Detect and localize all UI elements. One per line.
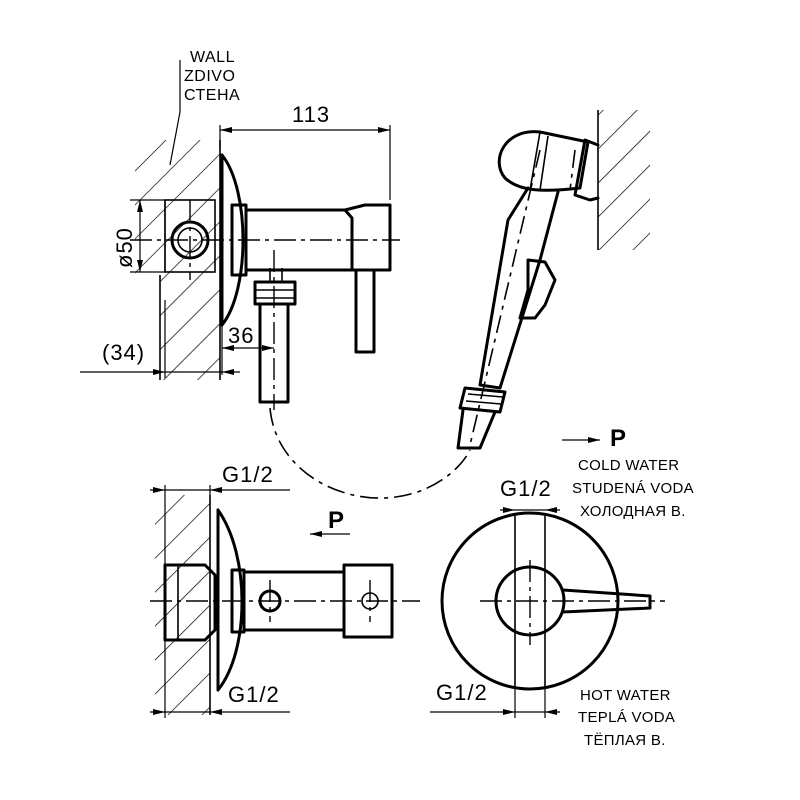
- lever-front: [561, 588, 652, 614]
- wall-label-line2: ZDIVO: [184, 68, 235, 85]
- hand-shower: [456, 110, 650, 450]
- valve-body: [244, 208, 354, 272]
- hot-water-line3: ТЁПЛАЯ В.: [584, 732, 666, 749]
- dim-113: 113: [292, 102, 330, 127]
- lever-handle: [354, 268, 376, 354]
- hose: [269, 407, 471, 499]
- wall-hatching-right: [598, 110, 650, 250]
- dim-36: 36: [228, 323, 254, 348]
- handle-base: [343, 203, 392, 272]
- shower-handle: [478, 186, 560, 390]
- dim-diameter-50: ø50: [112, 227, 137, 268]
- shower-trigger: [518, 258, 557, 320]
- cold-water-line1: COLD WATER: [578, 457, 679, 474]
- dim-thread-front-bottom: G1/2: [436, 680, 488, 705]
- dim-thread-top: G1/2: [222, 462, 274, 487]
- section-mark-p-front: P: [328, 507, 344, 534]
- wall-hatching-top: [135, 140, 220, 380]
- cold-water-line2: STUDENÁ VODA: [572, 480, 694, 497]
- wall-hatching-bottom: [155, 495, 210, 715]
- wall-label-line3: СТЕНА: [184, 87, 240, 104]
- section-mark-p-side: P: [610, 425, 626, 452]
- side-view: 113 ø50 36 (34) WALL ZDIVO СТЕНА: [80, 49, 400, 410]
- dim-thread-front-top: G1/2: [500, 476, 552, 501]
- shower-head: [497, 130, 590, 192]
- dim-34: (34): [102, 340, 145, 365]
- hot-water-line2: TEPLÁ VODA: [578, 709, 675, 726]
- wall-label-line1: WALL: [190, 49, 235, 66]
- front-view: G1/2 G1/2 P COLD WATER STUDENÁ VODA ХОЛО…: [430, 425, 694, 749]
- dim-thread-bottom: G1/2: [228, 682, 280, 707]
- plan-view: G1/2 G1/2 P: [150, 462, 420, 718]
- hot-water-line1: HOT WATER: [580, 687, 671, 704]
- cold-water-line3: ХОЛОДНАЯ В.: [580, 503, 686, 520]
- outlet-nut: [253, 280, 297, 306]
- rosette-plan: [216, 508, 244, 692]
